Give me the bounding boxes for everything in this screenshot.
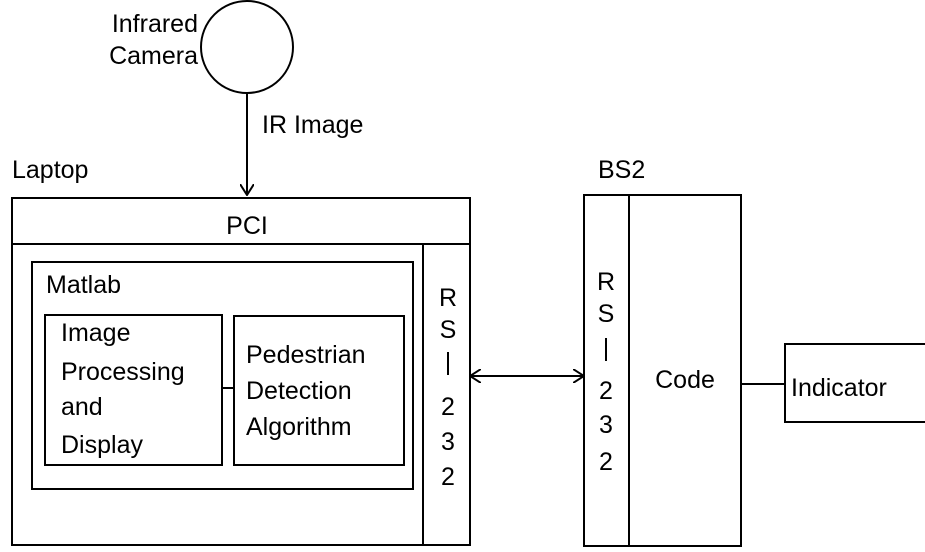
bs2-label: BS2 <box>598 156 645 184</box>
pedestrian-detection-box <box>233 315 405 466</box>
laptop-rs232-char: S <box>440 316 457 344</box>
bs2-box <box>583 194 742 547</box>
code-label: Code <box>655 366 715 394</box>
laptop-rs232-char: | <box>445 348 452 376</box>
bs2-rs232-char: R <box>597 268 615 296</box>
bs2-rs232-char: S <box>598 300 615 328</box>
camera-label-line2: Camera <box>109 42 198 70</box>
image-processing-line: and <box>61 393 103 421</box>
pedestrian-detection-line: Pedestrian <box>246 341 366 369</box>
bs2-rs232-char: 2 <box>599 448 613 476</box>
image-processing-line: Display <box>61 431 143 459</box>
infrared-camera-node <box>200 0 294 94</box>
bs2-rs232-char: 2 <box>599 377 613 405</box>
bs2-rs232-char: 3 <box>599 411 613 439</box>
pedestrian-detection-line: Algorithm <box>246 413 352 441</box>
bs2-rs232-char: | <box>603 334 610 362</box>
pedestrian-detection-line: Detection <box>246 377 352 405</box>
ir-image-label: IR Image <box>262 111 363 139</box>
image-processing-line: Image <box>61 319 130 347</box>
bs2-rs232-label: R S | 2 3 2 <box>597 268 615 476</box>
indicator-label: Indicator <box>791 374 887 402</box>
laptop-label: Laptop <box>12 156 88 184</box>
pci-label: PCI <box>226 212 268 240</box>
image-processing-line: Processing <box>61 358 185 386</box>
laptop-rs232-char: 2 <box>441 463 455 491</box>
image-processing-box <box>44 314 223 466</box>
matlab-label: Matlab <box>46 271 121 299</box>
indicator-box <box>784 343 925 423</box>
matlab-box <box>31 261 414 490</box>
laptop-rs232-label: R S | 2 3 2 <box>439 284 457 491</box>
laptop-rs232-char: 2 <box>441 393 455 421</box>
laptop-rs232-char: 3 <box>441 428 455 456</box>
camera-label-line1: Infrared <box>112 10 198 38</box>
laptop-rs232-char: R <box>439 284 457 312</box>
